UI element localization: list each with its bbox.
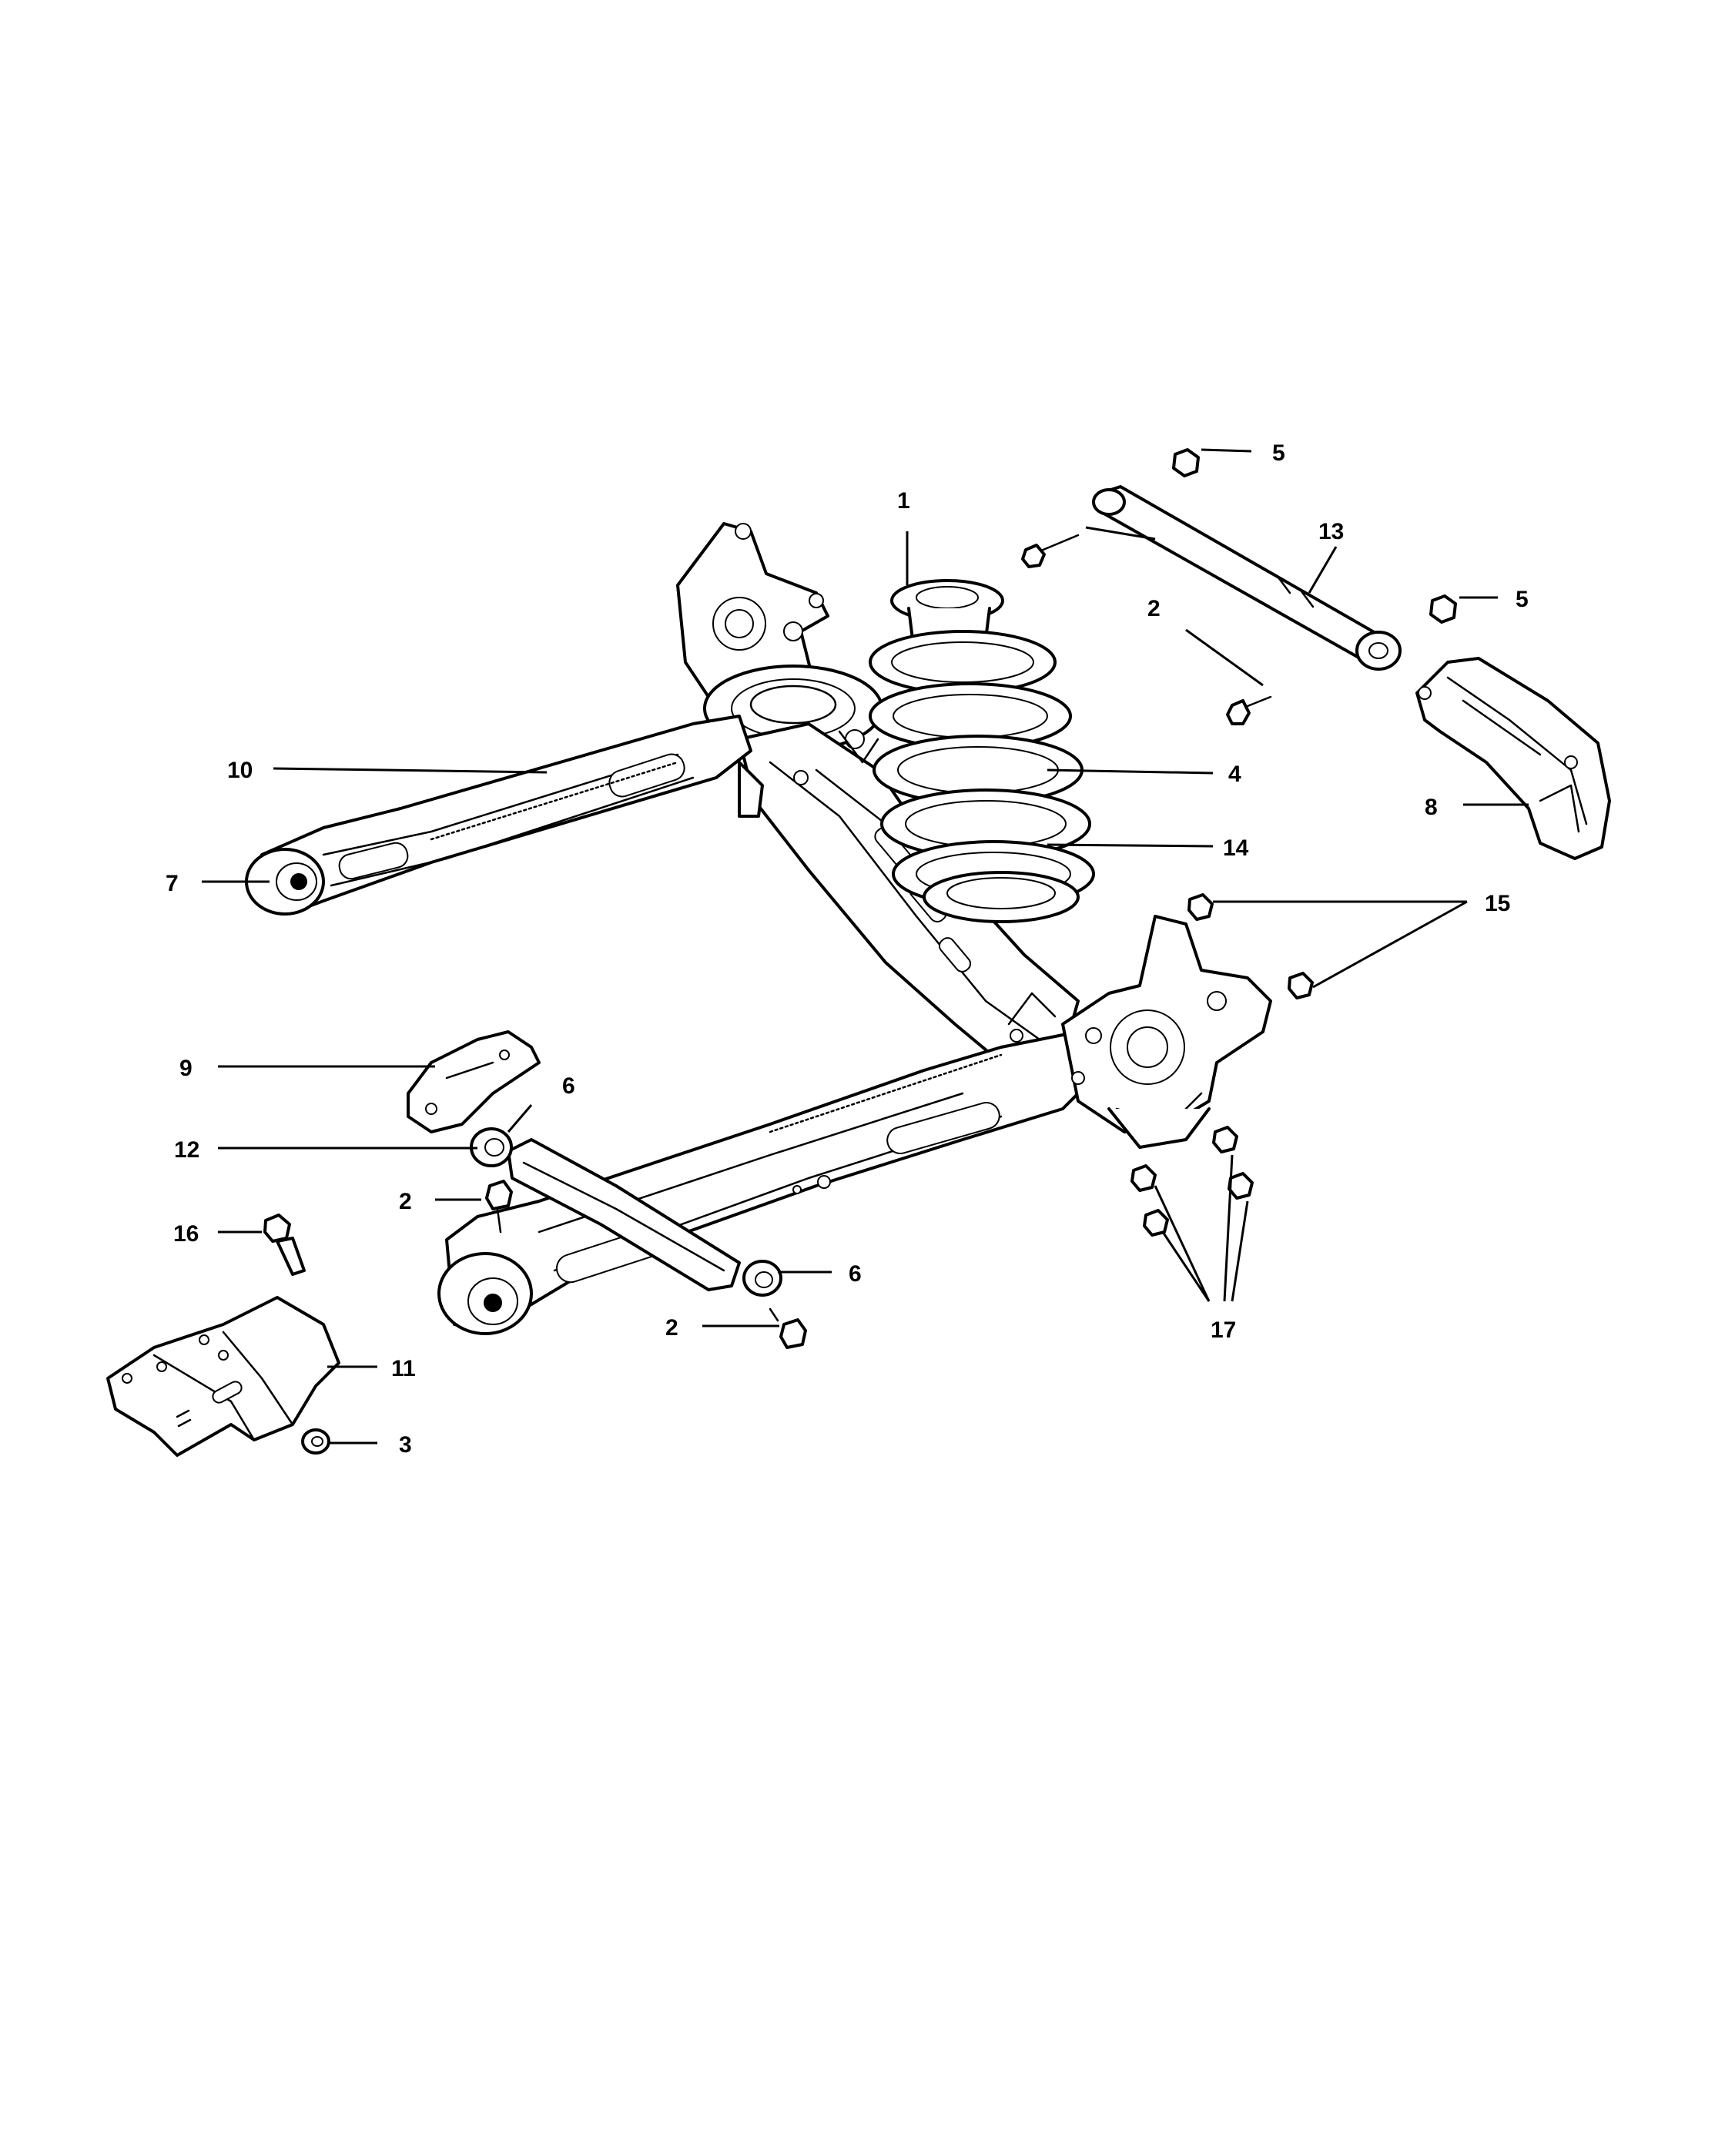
bracket-9 — [407, 1030, 541, 1133]
callout-9: 9 — [179, 1056, 193, 1081]
toe-link — [1092, 485, 1402, 671]
upper-control-arm — [245, 715, 752, 916]
skid-plate-11 — [106, 1296, 340, 1457]
callout-3: 3 — [399, 1432, 412, 1458]
callout-12: 12 — [174, 1137, 199, 1163]
callout-8: 8 — [1425, 795, 1438, 820]
callout-15: 15 — [1485, 891, 1510, 916]
callout-1: 1 — [897, 488, 910, 514]
fasteners — [263, 448, 1457, 1455]
callout-5-right: 5 — [1516, 587, 1529, 612]
bracket-8 — [1415, 657, 1611, 860]
callout-2-left: 2 — [399, 1189, 412, 1214]
nut-5-top — [1172, 448, 1200, 477]
callout-5-top: 5 — [1272, 440, 1285, 466]
bushings — [470, 1127, 782, 1297]
callout-11: 11 — [391, 1356, 416, 1381]
callout-6-upper: 6 — [562, 1073, 575, 1099]
callout-17: 17 — [1211, 1317, 1236, 1343]
callout-2-lower: 2 — [665, 1315, 678, 1341]
nut-5-right — [1429, 594, 1457, 624]
callout-4: 4 — [1228, 762, 1241, 787]
callout-16: 16 — [173, 1221, 199, 1247]
callout-6-lower: 6 — [849, 1261, 862, 1287]
callout-10: 10 — [227, 758, 253, 783]
shock-absorber — [507, 1138, 741, 1291]
callout-14: 14 — [1223, 835, 1249, 861]
knuckle-bracket — [1061, 915, 1272, 1149]
callout-2-upper: 2 — [1147, 596, 1161, 621]
callout-7: 7 — [166, 871, 179, 896]
callout-13: 13 — [1318, 519, 1344, 544]
crossmember-assembly — [676, 522, 1080, 1064]
leader-lines — [202, 448, 1529, 1445]
callout-labels: 1 2 5 5 13 4 14 8 10 7 15 9 6 12 2 16 6 … — [166, 440, 1529, 1458]
coil-spring — [869, 579, 1095, 923]
